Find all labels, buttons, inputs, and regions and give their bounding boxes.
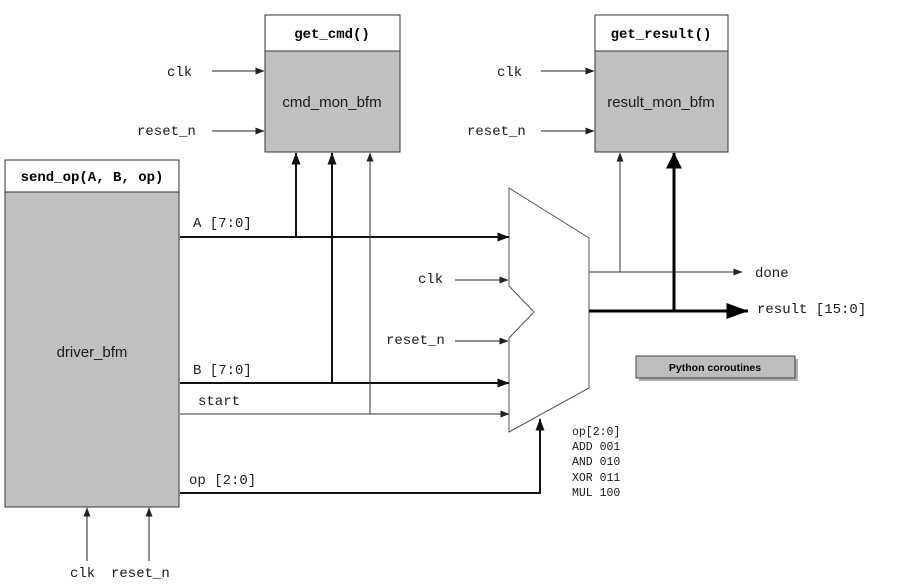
result-mon-clk-label: clk xyxy=(497,65,522,81)
result-mon-bfm-block: get_result() result_mon_bfm xyxy=(594,14,729,153)
driver-clk-label: clk xyxy=(70,566,95,582)
dut-reset-label: reset_n xyxy=(386,333,445,349)
driver-bfm-block: send_op(A, B, op) driver_bfm xyxy=(4,159,180,508)
legend-label: Python coroutines xyxy=(669,362,761,374)
driver-label: driver_bfm xyxy=(57,344,128,361)
cmd-mon-clk-label: clk xyxy=(167,65,192,81)
result-label: result [15:0] xyxy=(757,302,866,318)
op-bus-line xyxy=(180,418,545,494)
driver-reset-label: reset_n xyxy=(111,566,170,582)
start-label: start xyxy=(198,394,240,410)
cmd-mon-label: cmd_mon_bfm xyxy=(282,94,381,111)
result-mon-header: get_result() xyxy=(611,27,712,43)
op-table-title: op[2:0] xyxy=(572,426,620,439)
op-bus-label: op [2:0] xyxy=(189,473,256,489)
op-table-row: MUL 100 xyxy=(572,487,620,500)
dut-clk-label: clk xyxy=(418,272,443,288)
op-table-row: ADD 001 xyxy=(572,441,620,454)
b-bus-label: B [7:0] xyxy=(193,363,252,379)
done-label: done xyxy=(755,266,789,282)
a-bus-label: A [7:0] xyxy=(193,216,252,232)
result-mon-reset-label: reset_n xyxy=(467,124,526,140)
op-table-row: AND 010 xyxy=(572,456,620,469)
result-mon-label: result_mon_bfm xyxy=(607,94,715,111)
cmd-mon-reset-label: reset_n xyxy=(137,124,196,140)
cmd-mon-bfm-block: get_cmd() cmd_mon_bfm xyxy=(264,14,401,153)
op-table-row: XOR 011 xyxy=(572,472,620,485)
cmd-mon-header: get_cmd() xyxy=(294,27,370,43)
python-coroutines-legend: Python coroutines xyxy=(635,355,798,381)
dut-alu-shape xyxy=(508,187,590,433)
op-encoding-table: op[2:0] ADD 001 AND 010 XOR 011 MUL 100 xyxy=(572,426,620,500)
driver-header: send_op(A, B, op) xyxy=(21,170,164,186)
